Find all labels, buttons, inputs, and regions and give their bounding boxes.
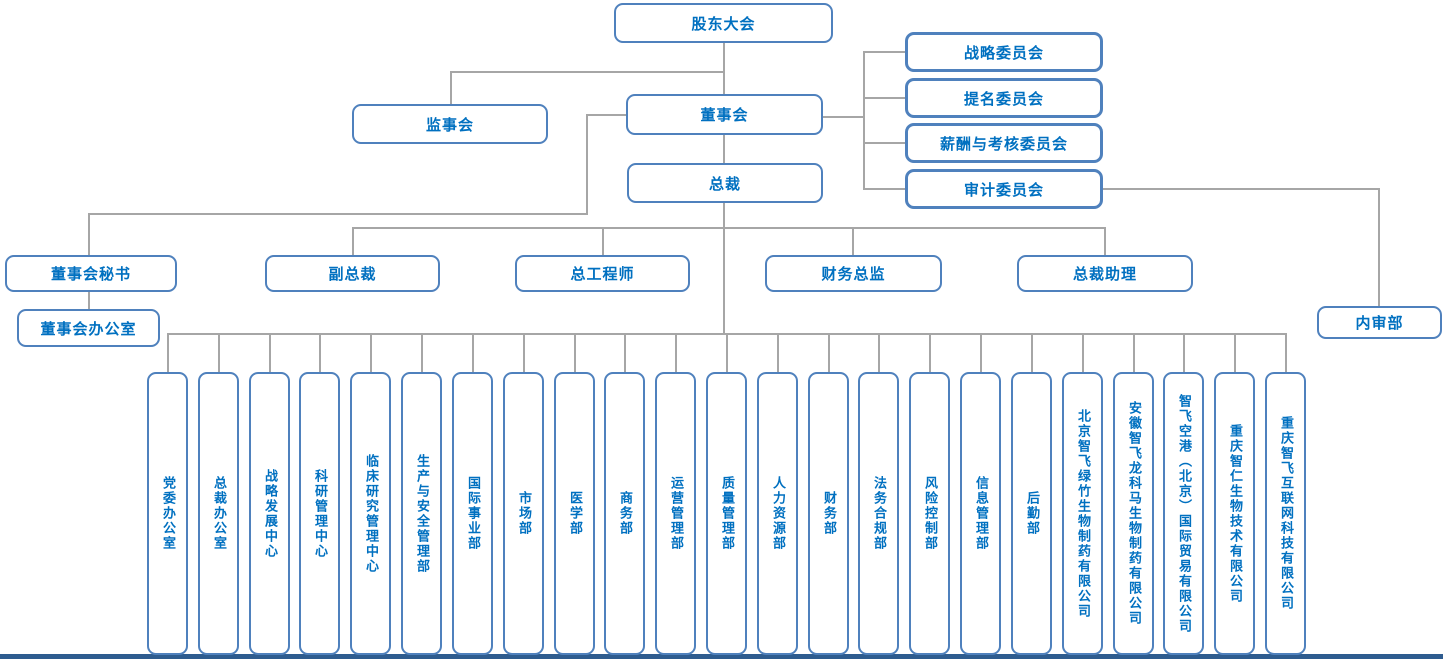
node-board-of-directors: 董事会 [626, 94, 823, 135]
connector-line [450, 71, 452, 104]
connector-line [878, 333, 880, 372]
connector-line [863, 188, 905, 190]
connector-line [1378, 188, 1380, 306]
connector-line [88, 292, 90, 309]
connector-line [823, 116, 865, 118]
connector-line [421, 333, 423, 372]
connector-line [723, 135, 725, 163]
connector-line [602, 227, 604, 255]
connector-line [1031, 333, 1033, 372]
node-board-office: 董事会办公室 [17, 309, 160, 347]
node-board-secretary: 董事会秘书 [5, 255, 177, 292]
node-president-office: 总裁办公室 [198, 372, 239, 655]
connector-line [980, 333, 982, 372]
connector-line [1103, 188, 1380, 190]
bottom-accent-bar [0, 654, 1443, 659]
connector-line [1183, 333, 1185, 372]
connector-line [675, 333, 677, 372]
connector-line [929, 333, 931, 372]
node-finance-dept: 财务部 [808, 372, 849, 655]
node-logistics-dept: 后勤部 [1011, 372, 1052, 655]
node-audit-committee: 审计委员会 [905, 169, 1103, 209]
node-risk-control-dept: 风险控制部 [909, 372, 950, 655]
node-hr-dept: 人力资源部 [757, 372, 798, 655]
node-supervisory-board: 监事会 [352, 104, 548, 144]
connector-line [1104, 227, 1106, 255]
connector-line [777, 333, 779, 372]
connector-line [523, 333, 525, 372]
connector-line [587, 114, 626, 116]
connector-line [863, 51, 905, 53]
connector-line [863, 97, 905, 99]
connector-line [574, 333, 576, 372]
node-president: 总裁 [627, 163, 823, 203]
connector-line [167, 333, 169, 372]
connector-line [586, 114, 588, 215]
connector-line [723, 203, 725, 335]
node-president-assistant: 总裁助理 [1017, 255, 1193, 292]
connector-line [352, 227, 1106, 229]
node-legal-compliance-dept: 法务合规部 [858, 372, 899, 655]
node-strategic-development-center: 战略发展中心 [249, 372, 290, 655]
node-clinical-research-management-center: 临床研究管理中心 [350, 372, 391, 655]
connector-line [828, 333, 830, 372]
node-vice-president: 副总裁 [265, 255, 440, 292]
node-operations-management-dept: 运营管理部 [655, 372, 696, 655]
connector-line [370, 333, 372, 372]
connector-line [88, 213, 588, 215]
node-marketing-dept: 市场部 [503, 372, 544, 655]
connector-line [472, 333, 474, 372]
node-shareholders-meeting: 股东大会 [614, 3, 833, 43]
connector-line [269, 333, 271, 372]
connector-line [863, 51, 865, 190]
connector-line [1082, 333, 1084, 372]
node-research-management-center: 科研管理中心 [299, 372, 340, 655]
node-nomination-committee: 提名委员会 [905, 78, 1103, 118]
node-subsidiary-chongqing-internet: 重庆智飞互联网科技有限公司 [1265, 372, 1306, 655]
connector-line [1285, 333, 1287, 372]
node-subsidiary-anhui-longcom: 安徽智飞龙科马生物制药有限公司 [1113, 372, 1154, 655]
node-subsidiary-beijing-lvzhu: 北京智飞绿竹生物制药有限公司 [1062, 372, 1103, 655]
connector-line [726, 333, 728, 372]
node-international-business-dept: 国际事业部 [452, 372, 493, 655]
connector-line [1133, 333, 1135, 372]
connector-line [450, 71, 725, 73]
node-subsidiary-chongqing-zhiren: 重庆智仁生物技术有限公司 [1214, 372, 1255, 655]
connector-line [218, 333, 220, 372]
connector-line [852, 227, 854, 255]
connector-line [352, 227, 354, 255]
node-cfo: 财务总监 [765, 255, 942, 292]
connector-line [319, 333, 321, 372]
connector-line [863, 142, 905, 144]
node-internal-audit-dept: 内审部 [1317, 306, 1442, 339]
node-information-management-dept: 信息管理部 [960, 372, 1001, 655]
connector-line [1234, 333, 1236, 372]
node-chief-engineer: 总工程师 [515, 255, 690, 292]
node-strategy-committee: 战略委员会 [905, 32, 1103, 72]
node-remuneration-appraisal-committee: 薪酬与考核委员会 [905, 123, 1103, 163]
connector-line [624, 333, 626, 372]
node-party-committee-office: 党委办公室 [147, 372, 188, 655]
connector-line [723, 42, 725, 94]
node-commerce-dept: 商务部 [604, 372, 645, 655]
node-production-safety-management-dept: 生产与安全管理部 [401, 372, 442, 655]
node-subsidiary-zhifei-konggang: 智飞空港（北京）国际贸易有限公司 [1163, 372, 1204, 655]
node-quality-management-dept: 质量管理部 [706, 372, 747, 655]
node-medical-dept: 医学部 [554, 372, 595, 655]
connector-line [88, 213, 90, 255]
